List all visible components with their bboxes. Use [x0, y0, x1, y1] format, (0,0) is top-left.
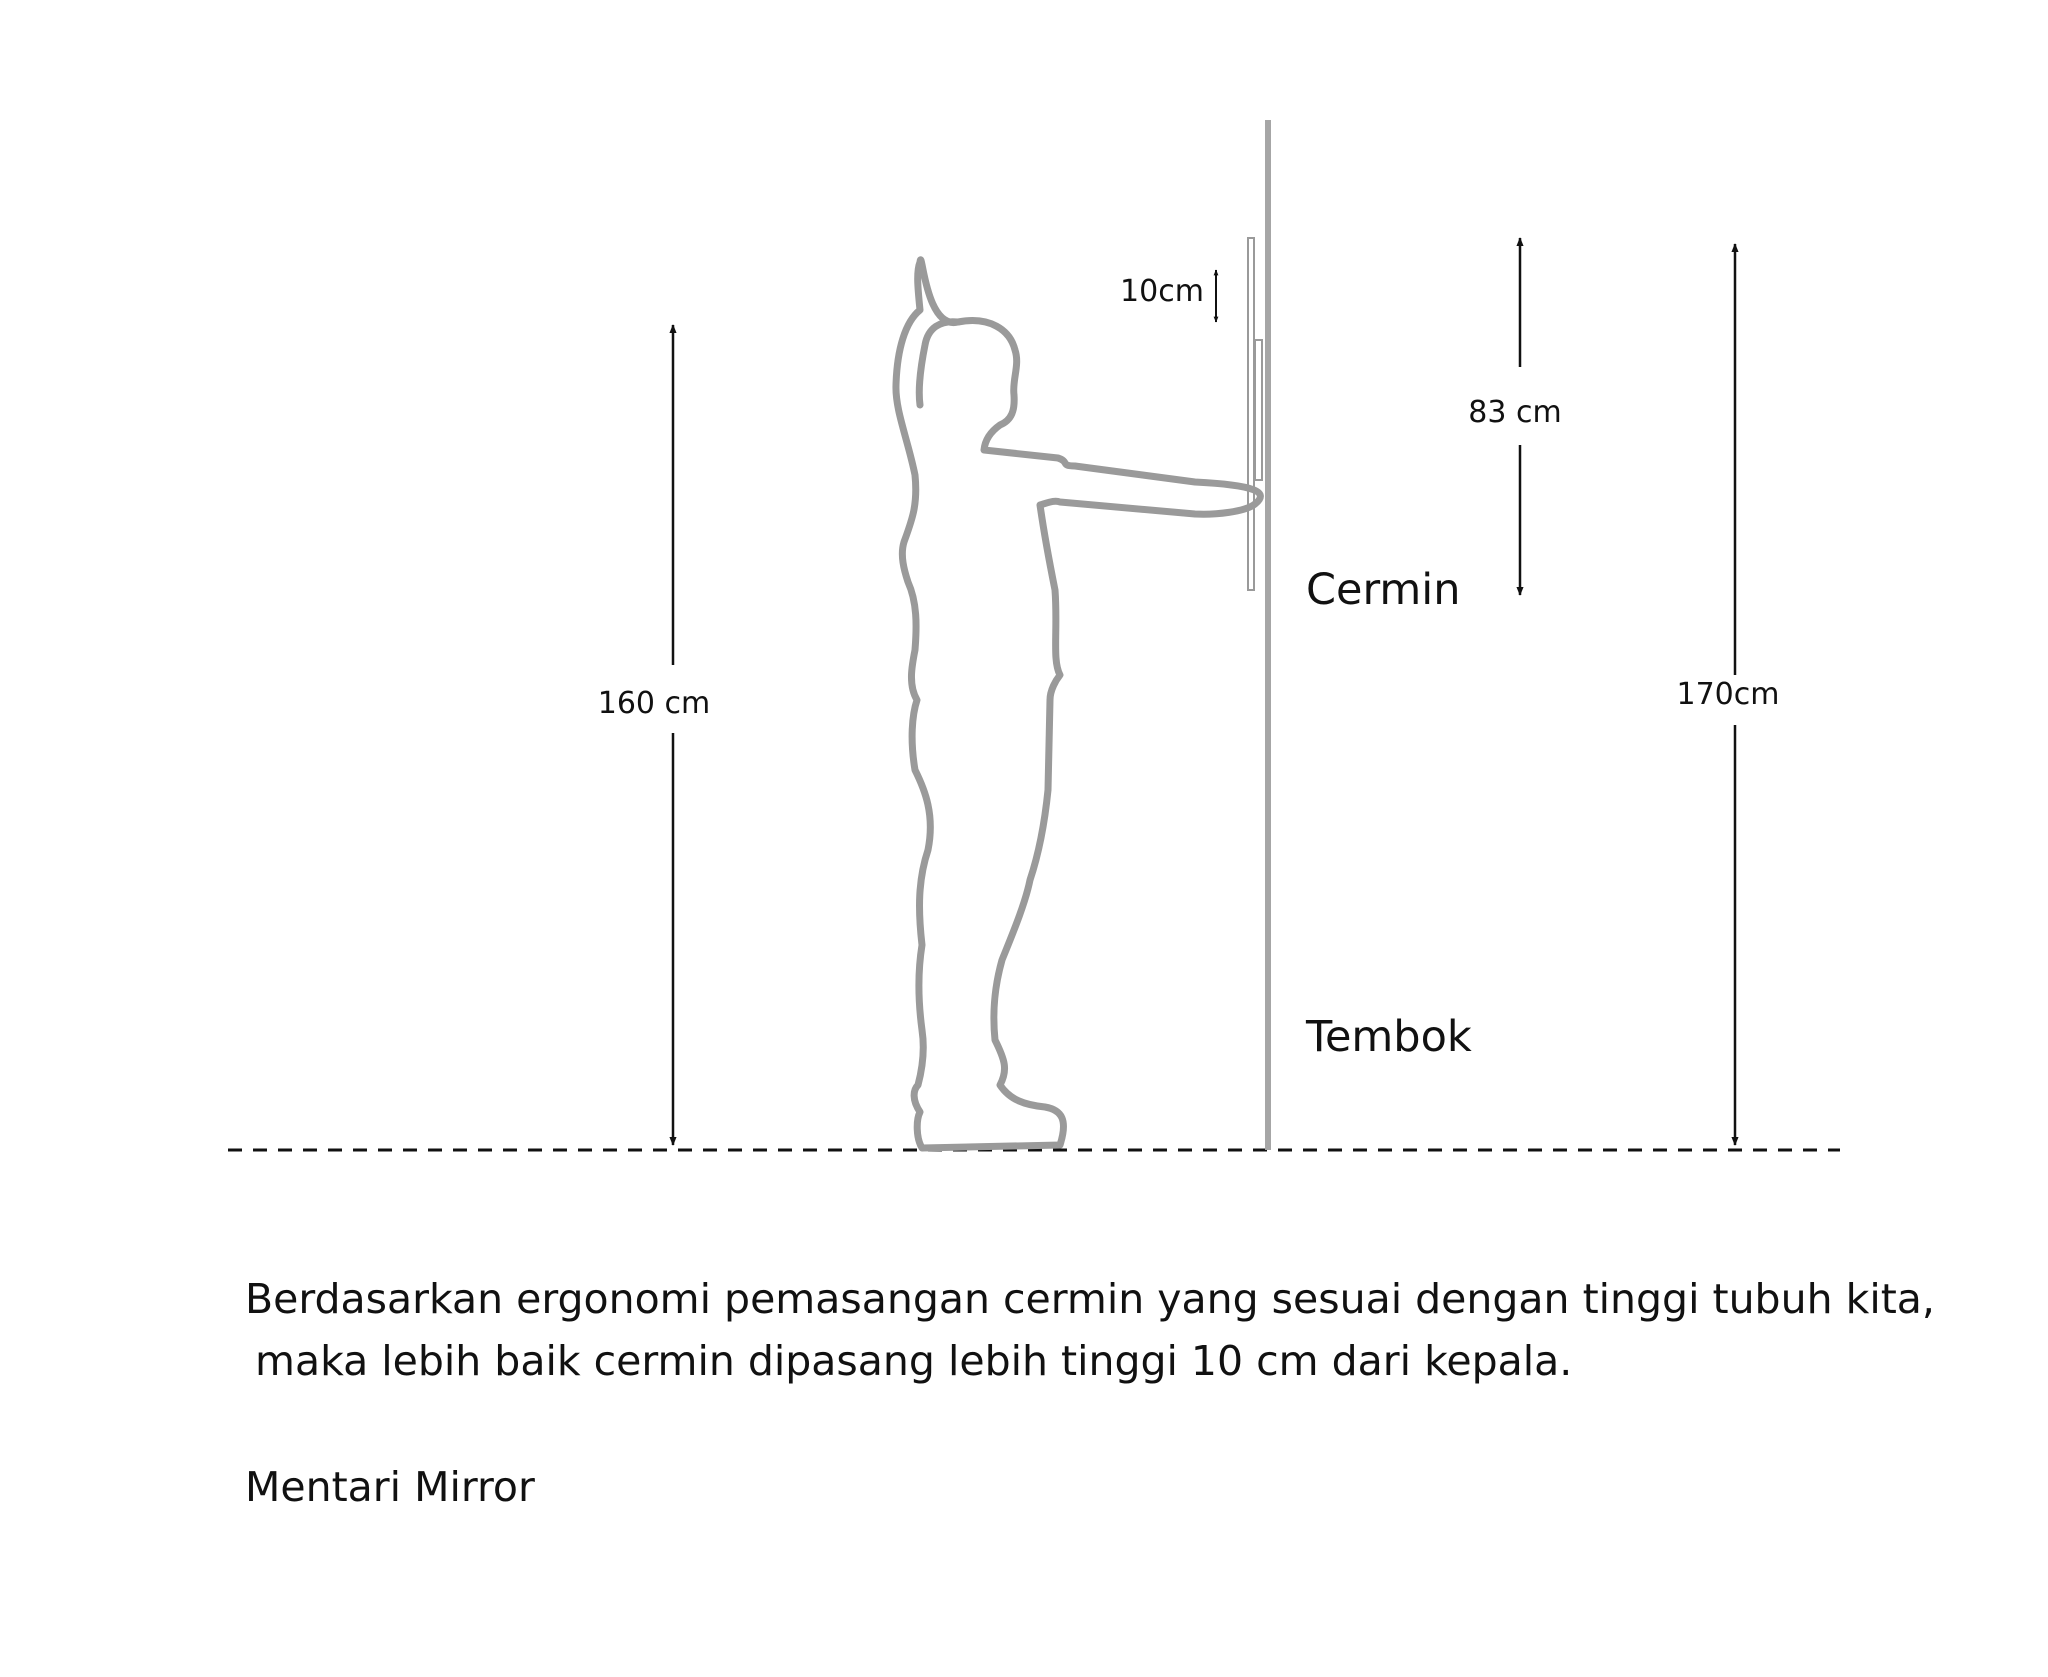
mirror-top-height-label: 170cm [1677, 677, 1780, 712]
wall-label: Tembok [1305, 1012, 1472, 1062]
mirror-shape [1247, 237, 1263, 591]
caption-line-2: maka lebih baik cermin dipasang lebih ti… [255, 1337, 1573, 1385]
caption: Berdasarkan ergonomi pemasangan cermin y… [245, 1268, 1935, 1392]
gap-label: 10cm [1120, 274, 1204, 309]
person-height-label: 160 cm [598, 686, 711, 721]
mirror-height-label: 83 cm [1468, 395, 1561, 430]
caption-line-1: Berdasarkan ergonomi pemasangan cermin y… [245, 1275, 1935, 1323]
mirror-label: Cermin [1306, 565, 1461, 615]
person-silhouette [892, 256, 1264, 1152]
brand-name: Mentari Mirror [245, 1463, 535, 1511]
